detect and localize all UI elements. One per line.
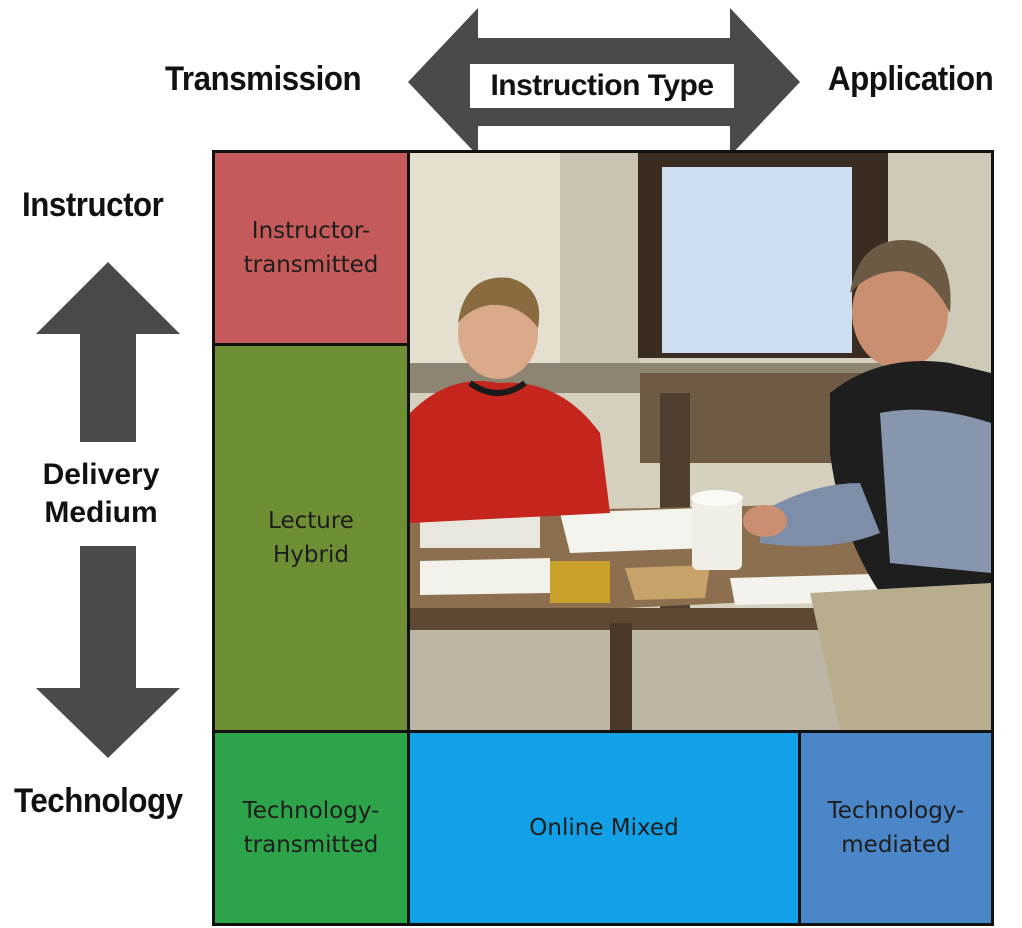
classroom-photo-icon [410,153,991,730]
instructor-label: Instructor [22,186,164,224]
lecture-hybrid-line2: Hybrid [273,542,349,568]
online-mixed-cell: Online Mixed [407,730,801,926]
online-mixed-label: Online Mixed [529,815,679,841]
technology-transmitted-line1: Technology- [242,798,380,824]
instruction-type-label: Instruction Type [470,64,734,108]
instructor-transmitted-line1: Instructor- [251,218,371,244]
instructor-transmitted-cell: Instructor- transmitted [212,150,410,346]
technology-mediated-line1: Technology- [827,798,965,824]
classroom-photo [407,150,994,733]
technology-mediated-line2: mediated [841,832,951,858]
technology-transmitted-line2: transmitted [243,832,379,858]
transmission-label: Transmission [165,60,362,98]
lecture-hybrid-line1: Lecture [268,508,354,534]
instructor-transmitted-line2: transmitted [243,252,379,278]
technology-transmitted-cell: Technology- transmitted [212,730,410,926]
delivery-medium-double-arrow-icon [36,262,180,758]
lecture-hybrid-cell: Lecture Hybrid [212,343,410,733]
technology-label: Technology [14,782,183,820]
technology-mediated-cell: Technology- mediated [798,730,994,926]
delivery-medium-label-line1: Delivery [42,458,160,491]
application-label: Application [828,60,994,98]
delivery-medium-label: Delivery Medium [28,456,174,532]
delivery-medium-label-line2: Medium [44,496,158,529]
